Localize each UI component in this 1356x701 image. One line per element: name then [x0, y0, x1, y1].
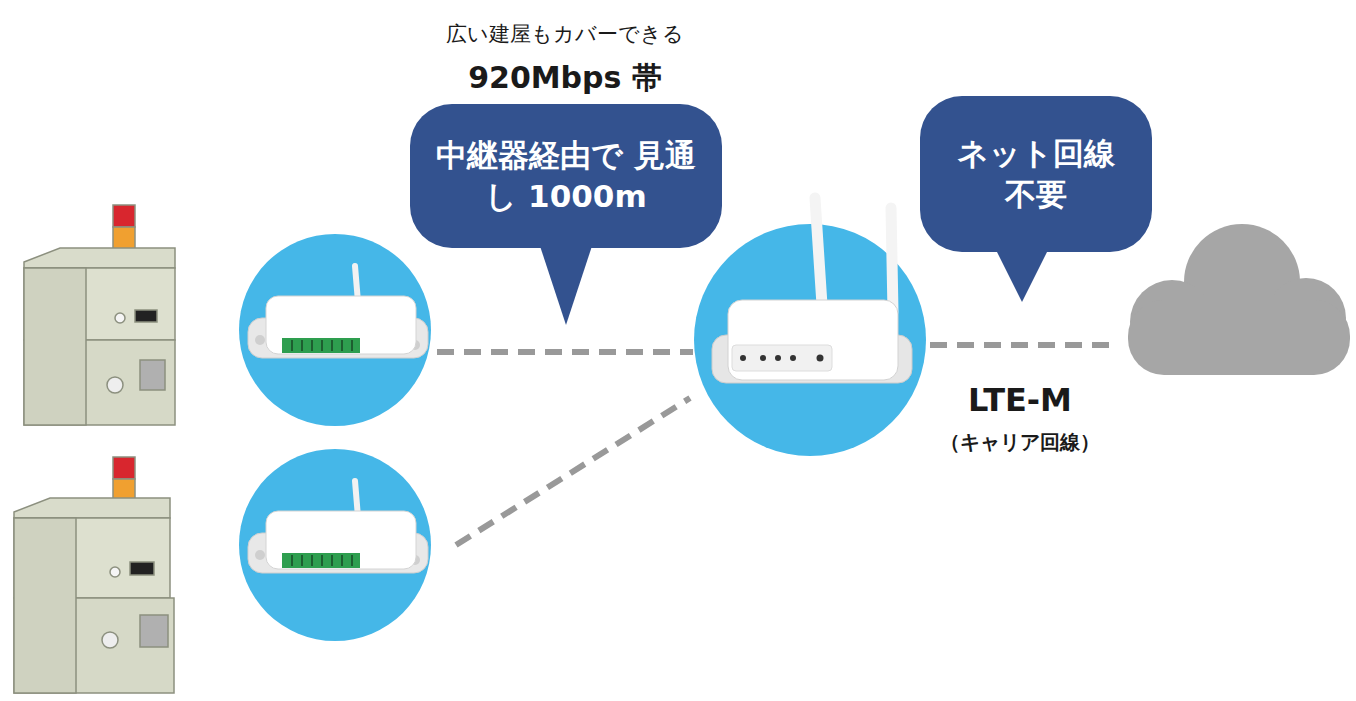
sensor-device [291, 555, 293, 566]
machine [130, 562, 154, 575]
text-label: （キャリア回線） [940, 429, 1100, 456]
sensor-device [311, 555, 313, 566]
sensor-device [239, 449, 431, 641]
bubble-tail [996, 250, 1048, 302]
machine [140, 360, 165, 390]
sensor-device [282, 553, 360, 568]
gateway-device [694, 198, 926, 456]
sensor-device [301, 340, 303, 351]
gateway-device [790, 355, 796, 361]
sensor-device [321, 555, 323, 566]
machine [24, 268, 86, 425]
sensor-device [266, 296, 416, 354]
bubble-text: 中継器経由で 見通し 1000m [428, 135, 704, 217]
gateway-device [891, 208, 893, 312]
machine [14, 457, 174, 693]
sensor-device [239, 449, 431, 641]
sensor-device [321, 340, 323, 351]
sensor-device [239, 234, 431, 426]
speech-bubble: ネット回線 不要 [920, 96, 1152, 252]
machine [113, 457, 135, 479]
sensor-device [255, 550, 265, 560]
text-label: 920Mbps 帯 [468, 58, 662, 99]
sensor-device [311, 340, 313, 351]
sensor-device [282, 338, 360, 353]
machine [14, 518, 76, 693]
dashed-link [930, 342, 1114, 348]
sensor-device [291, 340, 293, 351]
sensor-device [239, 234, 431, 426]
gateway-device [815, 198, 822, 305]
sensor-device [331, 555, 333, 566]
gateway-device [760, 355, 766, 361]
gateway-device [775, 355, 781, 361]
sensor-device [292, 555, 352, 566]
sensor-device [301, 555, 303, 566]
sensor-device [255, 335, 265, 345]
speech-bubble: 中継器経由で 見通し 1000m [410, 104, 722, 248]
text-label: 広い建屋もカバーできる [446, 20, 684, 48]
machine [24, 248, 175, 268]
bubble-tail [540, 246, 592, 325]
gateway-device [740, 355, 746, 361]
text-label: LTE-M [968, 381, 1072, 419]
sensor-device [266, 511, 416, 569]
sensor-device [331, 340, 333, 351]
machine [24, 205, 175, 425]
sensor-device [351, 340, 353, 351]
gateway-device [728, 300, 898, 380]
gateway-device [732, 345, 832, 371]
machine [113, 205, 135, 227]
machine [135, 310, 157, 322]
machine [107, 377, 123, 393]
cloud [1128, 224, 1350, 375]
sensor-device [351, 555, 353, 566]
dashed-link [456, 398, 690, 545]
sensor-device [341, 340, 343, 351]
cloud [1128, 300, 1350, 375]
gateway-device [817, 355, 824, 362]
machine [115, 313, 125, 323]
machine [110, 567, 120, 577]
sensor-device [341, 555, 343, 566]
machine [140, 615, 168, 647]
sensor-device [292, 340, 352, 351]
dashed-link [437, 349, 693, 355]
bubble-text: ネット回線 不要 [938, 133, 1134, 215]
machine [102, 632, 118, 648]
machine [14, 498, 170, 518]
